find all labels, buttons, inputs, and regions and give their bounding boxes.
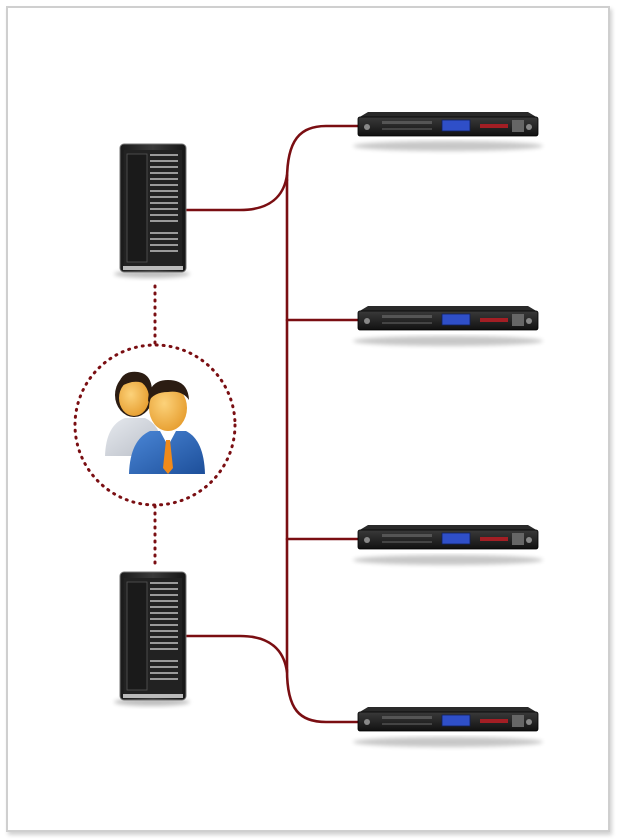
tower-server-1[interactable] bbox=[114, 143, 190, 278]
link-bus-to-rack-1 bbox=[285, 124, 362, 182]
rack-unit-1[interactable] bbox=[353, 112, 543, 151]
rack-unit-2[interactable] bbox=[353, 306, 543, 346]
link-tower-1-to-bus bbox=[184, 173, 289, 212]
link-bus-to-rack-4 bbox=[285, 668, 362, 724]
tower-server-icon bbox=[119, 571, 187, 701]
users-node[interactable] bbox=[73, 343, 237, 507]
rack-unit-3[interactable] bbox=[353, 525, 543, 565]
link-tower-2-to-bus bbox=[184, 634, 289, 674]
rack-server-icon bbox=[357, 112, 539, 137]
links bbox=[184, 124, 362, 724]
rack-unit-4[interactable] bbox=[353, 707, 543, 747]
tower-server-2[interactable] bbox=[114, 571, 190, 706]
rack-server-icon bbox=[357, 707, 539, 732]
users-group-icon bbox=[105, 371, 205, 474]
tower-server-icon bbox=[119, 143, 187, 273]
users-dotted-circle bbox=[73, 343, 237, 507]
rack-server-icon bbox=[357, 306, 539, 331]
rack-server-icon bbox=[357, 525, 539, 550]
